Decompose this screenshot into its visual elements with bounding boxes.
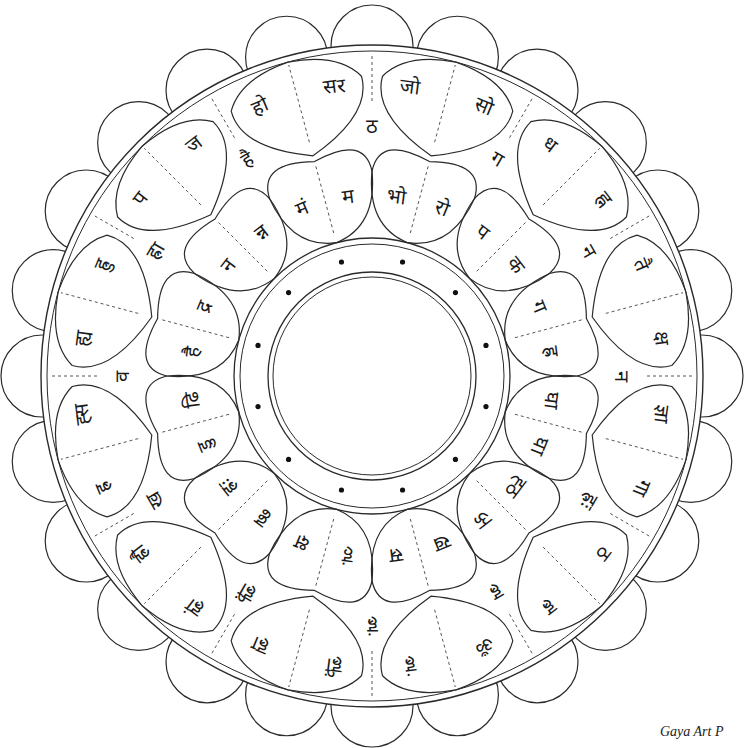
syllable: घा <box>541 390 563 409</box>
syllable: ज्ञा <box>650 404 672 424</box>
petal-divider <box>61 293 138 314</box>
syllable: सर <box>322 75 346 98</box>
outer-petal <box>116 120 227 231</box>
petal-divider <box>316 165 334 233</box>
gap-divider <box>372 53 373 101</box>
syllable: ह्य <box>72 329 94 347</box>
gap-divider <box>610 215 652 239</box>
heart-petal <box>505 375 599 480</box>
heart-petal <box>146 375 240 480</box>
petal-divider <box>435 65 456 142</box>
outer-petal <box>518 522 629 633</box>
petal-divider <box>606 439 683 460</box>
petal-divider <box>316 519 334 587</box>
hub-dot <box>255 343 260 348</box>
outer-petal <box>518 120 629 231</box>
gap-divider <box>92 514 134 538</box>
hub-dot <box>453 457 458 462</box>
syllable: ठ <box>366 116 378 136</box>
hub-dot <box>483 343 488 348</box>
gap-divider <box>647 376 695 377</box>
syllable: ह्रं <box>367 616 378 636</box>
outer-petal <box>381 59 513 155</box>
syllable: क्ष <box>651 330 673 346</box>
hub-ring <box>273 277 471 475</box>
hub-dot <box>453 290 458 295</box>
hub-ring <box>234 238 510 514</box>
gap-divider <box>510 96 534 138</box>
syllable: स्र <box>388 546 404 568</box>
hub-dot <box>339 259 344 264</box>
petal-divider <box>289 65 310 142</box>
hub-dot <box>286 290 291 295</box>
outer-ring <box>41 45 703 707</box>
heart-petal <box>146 272 240 377</box>
petal-divider <box>144 148 201 205</box>
outer-petal <box>116 522 227 633</box>
petal-divider <box>61 439 138 460</box>
hub-dot <box>400 487 405 492</box>
heart-petal <box>268 509 373 603</box>
petal-divider <box>410 165 428 233</box>
gap-divider <box>49 376 97 377</box>
petal-divider <box>515 414 583 432</box>
caption-credit: Gaya Art P <box>660 724 724 740</box>
petal-divider <box>543 148 600 205</box>
gap-divider <box>211 96 235 138</box>
outer-petal <box>55 235 151 367</box>
syllable: ह्रीं <box>325 655 343 677</box>
gap-divider <box>92 215 134 239</box>
heart-petal <box>505 272 599 377</box>
petal-divider <box>289 610 310 687</box>
gap-divider <box>610 514 652 538</box>
syllable: व <box>112 371 132 382</box>
syllable: न <box>612 371 632 382</box>
central-hub <box>234 238 510 514</box>
outer-petal <box>231 59 363 155</box>
hub-ring <box>240 244 504 508</box>
rings <box>41 45 703 707</box>
syllable: भो <box>385 184 406 206</box>
syllable: ढि <box>181 391 203 409</box>
heart-petal <box>371 150 476 244</box>
hub-dot <box>483 404 488 409</box>
hub-dot <box>255 404 260 409</box>
petal-divider <box>543 547 600 604</box>
outer-petal <box>231 596 363 692</box>
heart-petal <box>268 150 373 244</box>
heart-petal <box>371 509 476 603</box>
hub-dot <box>286 457 291 462</box>
gap-divider <box>211 614 235 656</box>
petal-divider <box>410 519 428 587</box>
syllable: जो <box>399 75 421 97</box>
petal-divider <box>435 610 456 687</box>
scallop-lobes <box>1 5 743 747</box>
hub-ring <box>268 272 476 480</box>
gap-divider <box>372 651 373 699</box>
outer-ring-inner <box>47 51 697 701</box>
petal-divider <box>515 320 583 338</box>
petal-divider <box>606 293 683 314</box>
petal-divider <box>161 414 229 432</box>
outer-petal <box>381 596 513 692</box>
hub-dot <box>400 259 405 264</box>
gap-divider <box>510 614 534 656</box>
petal-divider <box>161 320 229 338</box>
outer-petal <box>592 385 688 517</box>
petals <box>49 53 695 699</box>
syllable: ह्स <box>71 401 94 426</box>
outer-petal <box>592 235 688 367</box>
outer-petal <box>55 385 151 517</box>
hub-dot <box>339 487 344 492</box>
